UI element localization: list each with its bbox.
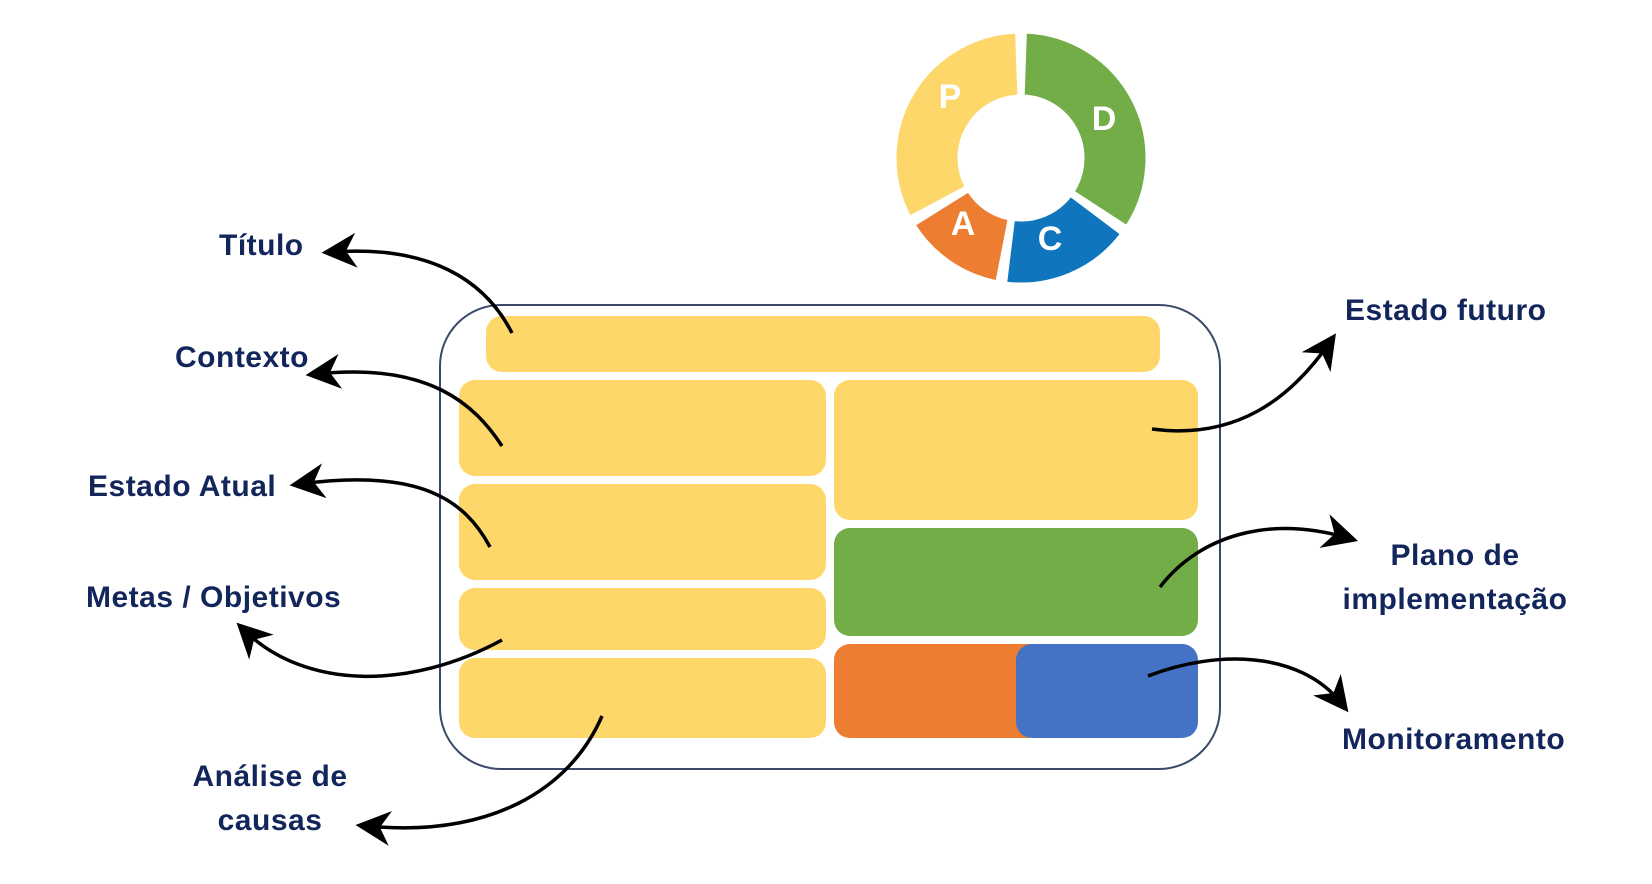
arrow-titulo bbox=[321, 232, 514, 334]
arrow-metas-objetivos bbox=[236, 622, 503, 678]
pdca-cycle-donut: P D C A bbox=[893, 30, 1149, 286]
label-analise-causas-line1: Análise de bbox=[192, 760, 348, 793]
label-plano-line1: Plano de bbox=[1390, 539, 1520, 572]
pdca-segment-a bbox=[912, 188, 1011, 284]
block-monitoramento-a bbox=[834, 644, 1044, 738]
pdca-letter-p: P bbox=[939, 78, 962, 116]
label-contexto: Contexto bbox=[175, 341, 309, 374]
label-estado-futuro: Estado futuro bbox=[1345, 294, 1547, 327]
label-analise-causas-line2: causas bbox=[217, 804, 323, 837]
block-titulo bbox=[486, 316, 1160, 372]
arrow-contexto bbox=[305, 354, 504, 447]
block-analise-causas bbox=[459, 658, 826, 738]
label-analise-causas: Análise de causas bbox=[170, 755, 370, 843]
arrow-analise-causas bbox=[355, 715, 604, 846]
block-metas-objetivos bbox=[459, 588, 826, 650]
label-estado-atual: Estado Atual bbox=[88, 470, 277, 503]
block-plano-implementacao bbox=[834, 528, 1198, 636]
label-plano-implementacao: Plano de implementação bbox=[1325, 534, 1585, 622]
pdca-letter-a: A bbox=[951, 205, 976, 243]
label-titulo: Título bbox=[219, 229, 304, 262]
label-monitoramento: Monitoramento bbox=[1342, 723, 1566, 756]
block-monitoramento-b bbox=[1016, 644, 1198, 738]
pdca-segment-c bbox=[1003, 193, 1124, 286]
label-metas-objetivos: Metas / Objetivos bbox=[86, 581, 342, 614]
arrow-estado-atual bbox=[289, 463, 492, 548]
arrow-monitoramento bbox=[1147, 657, 1349, 713]
block-contexto bbox=[459, 380, 826, 476]
arrow-estado-futuro bbox=[1151, 333, 1336, 433]
pdca-letter-c: C bbox=[1038, 220, 1063, 258]
pdca-segment-p bbox=[893, 30, 1021, 220]
arrow-plano-implementacao bbox=[1158, 514, 1359, 589]
pdca-segment-d bbox=[1021, 30, 1149, 229]
block-estado-atual bbox=[459, 484, 826, 580]
pdca-letter-d: D bbox=[1092, 100, 1117, 138]
block-estado-futuro bbox=[834, 380, 1198, 520]
label-plano-line2: implementação bbox=[1342, 583, 1568, 616]
